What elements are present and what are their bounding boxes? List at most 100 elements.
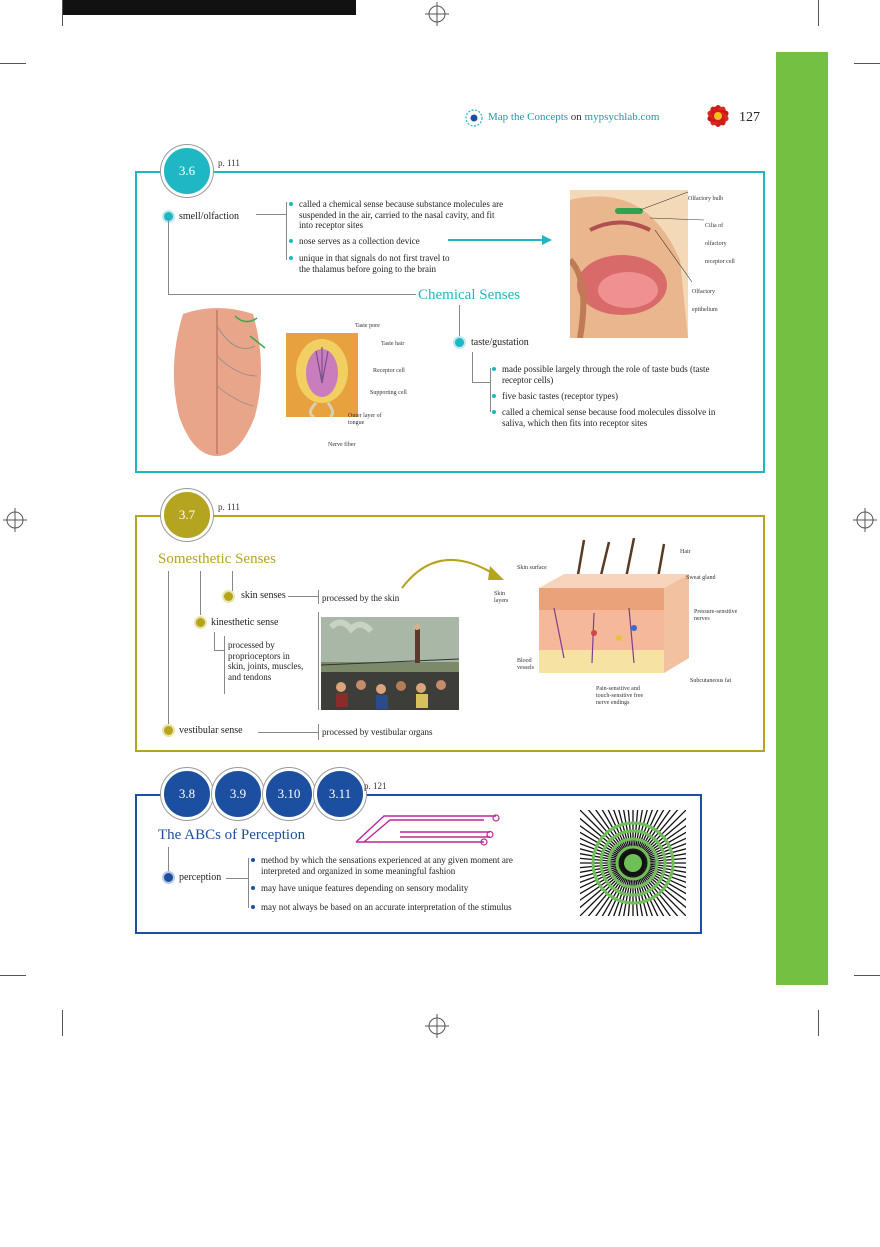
page-number: 127 (739, 110, 760, 125)
label-supporting-cell: Supporting cell (370, 390, 407, 396)
illusion-ray (627, 862, 634, 916)
illusion-ray (632, 862, 639, 916)
registration-mark-icon (853, 508, 877, 532)
label-blood-vessels: Blood vessels (517, 658, 534, 671)
illusion-ray (632, 862, 686, 909)
illusion-ray (632, 810, 644, 864)
map-the-concepts-link[interactable]: Map the Concepts on mypsychlab.com (488, 111, 659, 123)
connector (472, 382, 490, 383)
section-title: Chemical Senses (418, 287, 521, 303)
registration-mark-icon (3, 508, 27, 532)
illusion-ray (632, 857, 686, 864)
illusion-ray (632, 862, 686, 901)
section-title: The ABCs of Perception (158, 827, 306, 843)
illusion-ray (580, 862, 634, 889)
illusion-ray (618, 862, 634, 916)
crop-mark (818, 0, 819, 26)
connector (232, 571, 233, 591)
taste-bud-illustration (286, 333, 358, 417)
label-taste-hair: Taste hair (381, 341, 405, 347)
registration-mark-icon (425, 2, 449, 26)
perception-label: perception (179, 872, 222, 883)
connector (258, 732, 318, 733)
illusion-ray (632, 810, 665, 864)
bullet (251, 886, 255, 890)
illusion-ray (595, 862, 634, 916)
vestibular-desc: processed by vestibular organs (322, 727, 433, 737)
skin-senses-desc: processed by the skin (322, 593, 400, 603)
connector (318, 590, 319, 604)
kinesthetic-label: kinesthetic sense (211, 617, 279, 628)
perception-item: may not always be based on an accurate i… (261, 902, 512, 912)
taste-label: taste/gustation (471, 337, 529, 348)
crop-mark (818, 1010, 819, 1036)
illusion-ray (618, 810, 634, 864)
crop-mark (0, 975, 26, 976)
link-label: Map the Concepts (488, 111, 569, 123)
illusion-ray (632, 862, 659, 916)
illusion-ray (632, 810, 671, 864)
illusion-ray (632, 862, 686, 895)
illusion-ray (587, 862, 634, 916)
illusion-ray (580, 848, 634, 864)
illusion-ray (632, 810, 659, 864)
connector (248, 858, 249, 908)
connector (286, 202, 287, 260)
label-receptor-cell: Receptor cell (373, 368, 405, 374)
illusion-ray (632, 862, 644, 916)
smell-label: smell/olfaction (179, 211, 239, 222)
illusion-ray (580, 857, 634, 864)
illusion-ray (627, 810, 634, 864)
label-sweat-gland: Sweat gland (686, 575, 716, 581)
illusion-ray (632, 810, 648, 864)
label-skin-surface: Skin surface (517, 565, 547, 571)
illusion-ray (580, 862, 634, 869)
illusion-ray (632, 862, 686, 916)
illusion-ray (632, 817, 686, 864)
label-pain-nerve-endings: Pain-sensitive and touch-sensitive free … (596, 686, 644, 706)
illusion-ray (587, 810, 634, 864)
illusion-ray (580, 843, 634, 864)
label-hair: Hair (680, 549, 691, 555)
illusion-ray (632, 848, 686, 864)
illusion-ray (580, 862, 634, 895)
concept-node (455, 338, 464, 347)
impossible-figure-illustration (355, 814, 500, 846)
concept-node (224, 592, 233, 601)
link-on: on (570, 111, 582, 123)
label-taste-pore: Taste pore (355, 323, 380, 329)
illusion-ray (632, 810, 639, 864)
crop-mark (854, 63, 880, 64)
connector (490, 368, 491, 412)
connector (472, 352, 473, 382)
label-subcutaneous-fat: Subcutaneous fat (690, 678, 732, 684)
section-badge: 3.9 (212, 768, 264, 820)
crop-mark (62, 0, 63, 26)
concept-node (196, 618, 205, 627)
crop-mark (62, 1010, 63, 1036)
vestibular-label: vestibular sense (179, 725, 243, 736)
skin-cross-section-illustration (539, 538, 689, 673)
illusion-ray (613, 810, 634, 864)
illusion-ray (595, 810, 634, 864)
section-title: Somesthetic Senses (158, 551, 276, 567)
bullet (289, 256, 293, 260)
illusion-ray (632, 810, 679, 864)
connector (168, 847, 169, 872)
illusion-ray (632, 862, 679, 916)
perception-item: method by which the sensations experienc… (261, 855, 513, 876)
section-badge: 3.6 (161, 145, 213, 197)
illusion-ray (622, 810, 634, 864)
perception-item: may have unique features depending on se… (261, 883, 469, 893)
connector (214, 650, 224, 651)
label-outer-layer: Outer layer of tongue (348, 413, 382, 426)
optical-illusion-illustration (580, 810, 686, 916)
taste-item: five basic tastes (receptor types) (502, 391, 618, 401)
connector (288, 596, 318, 597)
illusion-ray (580, 862, 634, 883)
page-reference: p. 121 (364, 781, 387, 791)
flower-icon (707, 105, 729, 127)
connector (168, 221, 169, 295)
link-site: mypsychlab.com (584, 111, 660, 123)
illusion-ray (601, 862, 634, 916)
